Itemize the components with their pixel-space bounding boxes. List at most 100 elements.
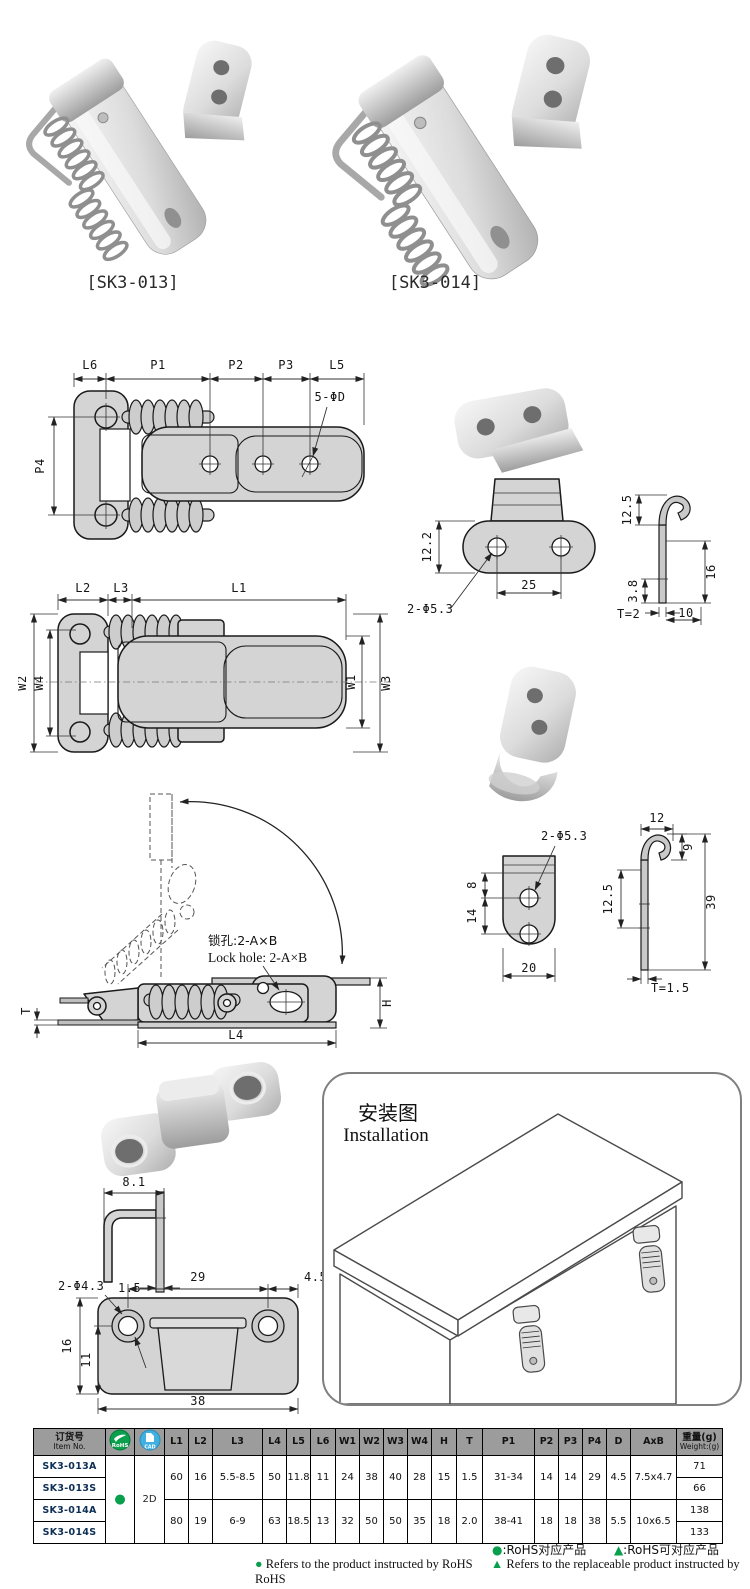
rohs-legend-en: ● Refers to the product instructed by Ro… xyxy=(255,1557,740,1586)
col-header-l4: L4 xyxy=(262,1428,287,1456)
hole-callout-2-phi-4-3: 2-Φ4.3 xyxy=(58,1279,104,1293)
spec-cell: 15 xyxy=(431,1455,457,1500)
table-row: SK3-013A ● 2D 60 16 5.5-8.5 50 11.8 11 2… xyxy=(33,1455,723,1544)
dim-12-2: 12.2 xyxy=(420,532,434,563)
dim-16b: 16 xyxy=(60,1338,74,1353)
col-header-rohs: RoHS xyxy=(105,1428,135,1456)
spec-cell: 14 xyxy=(534,1455,559,1500)
col-header-l1: L1 xyxy=(164,1428,189,1456)
col-header-h: H xyxy=(431,1428,457,1456)
spec-cell: 50 xyxy=(383,1499,408,1544)
spec-cell: 31-34 xyxy=(482,1455,535,1500)
installation-title-en: Installation xyxy=(343,1125,429,1146)
spec-cell: 28 xyxy=(407,1455,432,1500)
dim-l6: L6 xyxy=(82,358,97,372)
cad-icon: CAD xyxy=(139,1429,160,1451)
col-header-p1: P1 xyxy=(482,1428,535,1456)
spec-cell: 40 xyxy=(383,1455,408,1500)
col-header-w3: W3 xyxy=(383,1428,408,1456)
spec-cell: 60 xyxy=(164,1455,189,1500)
lock-hole-label-en: Lock hole: 2-A×B xyxy=(208,950,307,965)
dim-l3: L3 xyxy=(113,581,128,595)
dim-3-8: 3.8 xyxy=(626,579,640,602)
spec-cell: 38 xyxy=(359,1455,384,1500)
dim-9: 9 xyxy=(681,843,695,851)
dim-w4: W4 xyxy=(32,675,46,690)
spec-cell: 10x6.5 xyxy=(630,1499,677,1544)
dim-t2: T=2 xyxy=(617,607,640,621)
spec-cell: 5.5-8.5 xyxy=(212,1455,263,1500)
dim-l1: L1 xyxy=(231,581,246,595)
dim-20: 20 xyxy=(521,961,536,975)
keeper2-photo xyxy=(488,666,576,802)
latch-photo-sk3-013 xyxy=(26,40,252,265)
spec-cell: 18.5 xyxy=(286,1499,311,1544)
hole-callout-5-phi-d: 5-ΦD xyxy=(315,390,346,404)
col-header-w1: W1 xyxy=(335,1428,360,1456)
product-label-sk3-013: [SK3-013] xyxy=(86,273,179,293)
open-position-drawing: 锁孔:2-A×B Lock hole: 2-A×B T H L4 xyxy=(20,793,394,1048)
dim-39: 39 xyxy=(704,894,718,909)
rohs-legend-cn: ●:RoHS对应产品 ▲:RoHS可对应产品 xyxy=(491,1543,719,1557)
spec-cell: 35 xyxy=(407,1499,432,1544)
dim-29: 29 xyxy=(190,1270,205,1284)
spec-cell: 38-41 xyxy=(482,1499,535,1544)
rohs-dot-symbol-en: ● xyxy=(255,1557,263,1571)
installation-diagram: 安装图 Installation xyxy=(333,1101,683,1404)
col-header-l6: L6 xyxy=(310,1428,336,1456)
spec-cell: 38 xyxy=(582,1499,607,1544)
spec-cell: 4.5 xyxy=(606,1455,631,1500)
item-no-cell: SK3-013S xyxy=(33,1477,106,1500)
installation-panel: 安装图 Installation xyxy=(322,1072,742,1406)
spec-cell: 14 xyxy=(558,1455,583,1500)
col-header-cad: CAD xyxy=(134,1428,165,1456)
col-header-p4: P4 xyxy=(582,1428,607,1456)
dim-12-5: 12.5 xyxy=(620,495,634,526)
item-no-cell: SK3-014S xyxy=(33,1521,106,1544)
weight-cell: 138 xyxy=(676,1499,723,1522)
bracket-front-drawing: 29 4.5 2-Φ4.3 16 11 38 xyxy=(58,1270,327,1414)
col-header-t: T xyxy=(456,1428,483,1456)
rohs-icon: RoHS xyxy=(109,1429,131,1451)
dim-25: 25 xyxy=(521,578,536,592)
dim-11: 11 xyxy=(79,1352,93,1367)
installed-latch-front xyxy=(512,1304,546,1373)
col-header-weight: 重量(g) Weight:(g) xyxy=(676,1428,723,1456)
rohs-triangle-symbol-en: ▲ xyxy=(490,1557,504,1571)
installed-latch-right xyxy=(632,1224,666,1293)
dim-14: 14 xyxy=(465,908,479,923)
keeper1-photo xyxy=(454,388,584,473)
bracket-photo xyxy=(100,1062,282,1177)
lock-hole-label-cn: 锁孔:2-A×B xyxy=(208,933,277,948)
table-row: SK3-013S 66 xyxy=(33,1477,723,1500)
dim-12: 12 xyxy=(649,811,664,825)
dim-t-1-5: T=1.5 xyxy=(651,981,690,995)
col-header-w2: W2 xyxy=(359,1428,384,1456)
weight-cell: 71 xyxy=(676,1455,723,1478)
dim-8: 8 xyxy=(465,881,479,889)
dim-p1: P1 xyxy=(150,358,165,372)
spec-cell: 18 xyxy=(534,1499,559,1544)
dim-l4: L4 xyxy=(228,1028,243,1042)
col-header-l2: L2 xyxy=(188,1428,213,1456)
item-no-cell: SK3-013A xyxy=(33,1455,106,1478)
spec-cell: 18 xyxy=(431,1499,457,1544)
spec-cell: 2.0 xyxy=(456,1499,483,1544)
rohs-dot-symbol: ● xyxy=(491,1543,503,1557)
svg-text:CAD: CAD xyxy=(144,1445,155,1451)
weight-cell: 133 xyxy=(676,1521,723,1544)
dim-8-1: 8.1 xyxy=(122,1175,145,1189)
spec-cell: 18 xyxy=(558,1499,583,1544)
col-header-d: D xyxy=(606,1428,631,1456)
col-header-p2: P2 xyxy=(534,1428,559,1456)
dim-12-5b: 12.5 xyxy=(601,884,615,915)
spec-cell: 63 xyxy=(262,1499,287,1544)
dim-p3: P3 xyxy=(278,358,293,372)
hole-callout-2-phi-5-3: 2-Φ5.3 xyxy=(407,602,453,616)
spec-cell: 7.5x4.7 xyxy=(630,1455,677,1500)
keeper2-drawing: 8 14 20 2-Φ5.3 12 9 12.5 39 T=1.5 xyxy=(465,811,718,995)
dim-l2: L2 xyxy=(75,581,90,595)
weight-cell: 66 xyxy=(676,1477,723,1500)
dim-w3: W3 xyxy=(379,675,393,690)
plan-view-drawing: L6 P1 P2 P3 L5 P4 5-ΦD xyxy=(33,358,365,540)
